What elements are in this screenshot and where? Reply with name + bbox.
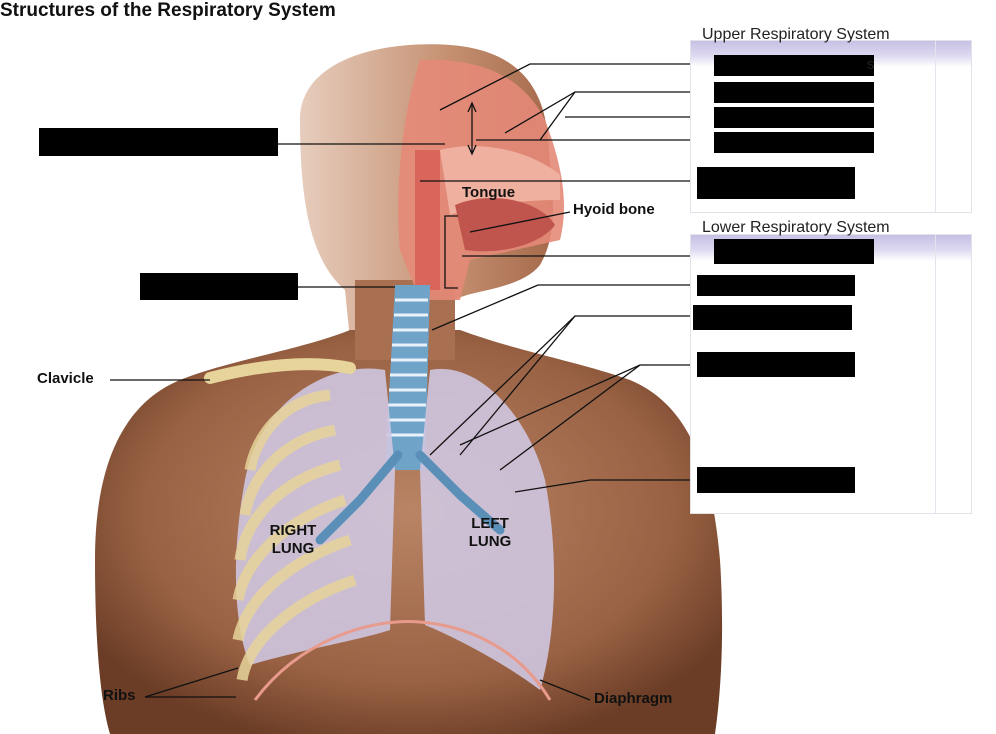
lower-panel-divider [935,235,936,513]
answer-box-conchae[interactable] [714,82,874,103]
left-lung-shape [420,368,555,690]
answer-box-larynx[interactable] [714,239,874,264]
diaphragm-label: Diaphragm [594,690,673,707]
answer-box-pharynx[interactable] [39,128,278,156]
right-lung-label-line2: LUNG [271,540,315,557]
page-title: Structures of the Respiratory System [0,0,336,21]
ribs-label: Ribs [103,687,136,704]
left-lung-label: LEFT LUNG [455,515,525,551]
answer-box-esophagus[interactable] [140,273,298,300]
clavicle-label: Clavicle [37,370,94,387]
answer-box-trachea[interactable] [697,275,855,296]
answer-box-palate[interactable] [714,132,874,153]
answer-box-bronchioles[interactable] [697,352,855,377]
upper-panel-divider [935,41,936,212]
pharynx-shape [415,150,440,290]
lower-panel-title: Lower Respiratory System [702,219,890,236]
answer-box-bronchi[interactable] [693,305,852,330]
answer-box-nose[interactable] [714,107,874,128]
hyoid-bone-label: Hyoid bone [573,201,655,218]
upper-fragment-text: s [867,56,875,73]
answer-box-oral-cavity[interactable] [697,167,855,199]
left-lung-label-line1: LEFT [471,515,509,532]
right-lung-label-line1: RIGHT [269,522,317,539]
upper-panel-title: Upper Respiratory System [702,26,890,43]
answer-box-alveoli[interactable] [697,467,855,493]
tongue-label: Tongue [462,184,516,201]
right-lung-label: RIGHT LUNG [258,522,328,558]
clavicle-shape [204,358,356,384]
left-lung-label-line2: LUNG [468,533,512,550]
diaphragm-shape [253,620,552,701]
answer-box-nasal-cavity[interactable] [714,55,874,76]
